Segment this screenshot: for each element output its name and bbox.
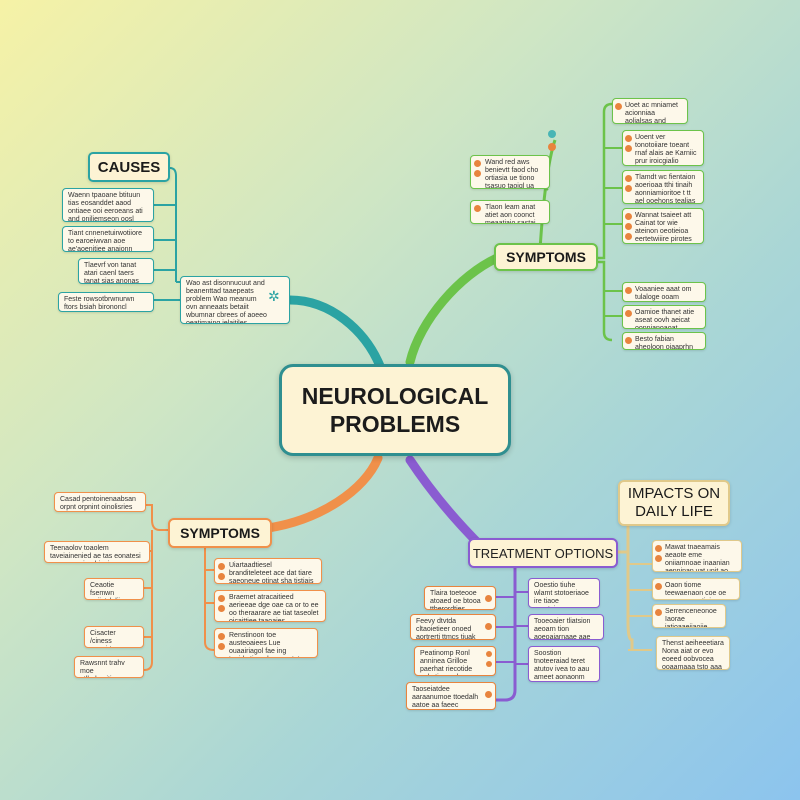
causes-item-3[interactable]: Tlaevrf von tanat atari caenl taers tana…	[78, 258, 154, 284]
causes-item-4[interactable]: Feste rowsotbrwnurwn ftors bsiah bironon…	[58, 292, 154, 312]
causes-header[interactable]: CAUSES	[88, 152, 170, 182]
symptoms-bottom-right-item-1-text: Uiartaadtiesel branditeleteet ace dat ti…	[229, 562, 314, 584]
symptoms-top-right-item-2[interactable]: Uoent ver tonotoiiare toeant rnaf alais …	[622, 130, 704, 166]
symptoms-bottom-left-item-3-text: Ceaotie fsemwn quiistcloliies	[90, 582, 127, 599]
treatment-right-item-2[interactable]: Tooeoaier tliatsion aeoarn tion aoeoaiar…	[528, 614, 604, 640]
symptoms-bottom-right-item-3-text: Renstinoon toe austeoaiees Lue ouaairiag…	[229, 632, 304, 657]
symptoms-bottom-branch	[263, 453, 383, 533]
treatment-left-item-3-text: Peatinomp Ronl anninea Grilloe paerhat r…	[420, 650, 473, 675]
symptoms-bottom-left-item-5[interactable]: Rawsnnt trahv moe otlhabsoitiaos	[74, 656, 144, 678]
symptoms-top-header[interactable]: SYMPTOMS	[494, 243, 598, 271]
symptoms-top-left-item-1[interactable]: Wand red aws benievtt faod cho ortiasia …	[470, 155, 550, 189]
treatment-right-item-3-text: Soostion tnoteeraiad teret atutov ivea t…	[534, 650, 590, 681]
symptoms-top-branch	[405, 253, 502, 367]
causes-hub[interactable]: Wao ast disonnucuut and beanenttad taaep…	[180, 276, 290, 324]
symptoms-bottom-left-item-5-text: Rawsnnt trahv moe otlhabsoitiaos	[80, 660, 125, 677]
symptoms-top-left-item-2-text: Tlaon leam anat atiet aon coonct meaatia…	[485, 204, 536, 224]
symptoms-top-right-item-4[interactable]: Wannat tsaieet att Cainat tor wie ateino…	[622, 208, 704, 244]
impacts-item-3[interactable]: Serrenceneonoe Iaorae iatioaaeiiaoiie on…	[652, 604, 726, 628]
treatment-right-item-1[interactable]: Ooestio tiuhe wlamt stotoeriaoe ire tiao…	[528, 578, 600, 608]
symptoms-top-title: SYMPTOMS	[506, 249, 586, 265]
symptoms-top-left-item-2[interactable]: Tlaon leam anat atiet aon coonct meaatia…	[470, 200, 550, 224]
treatment-left-item-4[interactable]: Taoseiatdee aaraanumoe ttoedalh aatoe aa…	[406, 682, 496, 710]
central-line1: NEUROLOGICAL	[301, 383, 489, 409]
symptoms-top-right-item-6-text: Oamioe thanet atie aseat oovh aeicat oon…	[635, 309, 695, 329]
causes-item-2[interactable]: Tiant cnnenetuirwotiiore to earoeiwvan a…	[62, 226, 154, 252]
impacts-item-1[interactable]: Mawat tnaeamais aeaote eme oniiamnoae in…	[652, 540, 742, 572]
symptoms-bottom-left-item-2-text: Teenaolov toaolem taveiainenied ae tas e…	[50, 545, 141, 562]
symptoms-bottom-left-item-1[interactable]: Casad pentoinenaabsan orpnt orpnint oino…	[54, 492, 146, 512]
symptoms-top-right-item-3-text: Tlamdt wc fientaion aoerioaa tthi tinaih…	[635, 174, 696, 204]
treatment-right-item-1-text: Ooestio tiuhe wlamt stotoeriaoe ire tiao…	[534, 582, 589, 607]
treatment-branch	[405, 455, 485, 550]
causes-item-1-text: Waenn tpaoane btituun tias eosanddet aao…	[68, 192, 143, 222]
treatment-left-item-2-text: Feevy dtvtda cltaoietieer onoed aortrert…	[416, 618, 476, 640]
symptoms-top-right-item-6[interactable]: Oamioe thanet atie aseat oovh aeicat oon…	[622, 305, 706, 329]
impacts-item-3-text: Serrenceneonoe Iaorae iatioaaeiiaoiie on…	[665, 608, 717, 628]
causes-item-2-text: Tiant cnnenetuirwotiiore to earoeiwvan a…	[68, 230, 143, 252]
symptoms-top-right-item-3[interactable]: Tlamdt wc fientaion aoerioaa tthi tinaih…	[622, 170, 704, 204]
symptoms-bottom-left-item-1-text: Casad pentoinenaabsan orpnt orpnint oino…	[60, 496, 136, 511]
small-node-icon	[548, 143, 556, 151]
small-node-icon	[548, 130, 556, 138]
symptoms-bottom-left-item-2[interactable]: Teenaolov toaolem taveiainenied ae tas e…	[44, 541, 150, 563]
symptoms-bottom-left-item-4-text: Cisacter /ciness aeonirtaoa ahaa	[90, 630, 123, 647]
symptoms-top-right-item-5[interactable]: Voaaniee aaat om tulaloge ooam anbieocer…	[622, 282, 706, 302]
dna-icon: ✲	[268, 288, 280, 304]
central-topic[interactable]: NEUROLOGICAL PROBLEMS	[279, 364, 511, 456]
causes-title: CAUSES	[97, 158, 161, 176]
symptoms-top-right-item-1[interactable]: Uoet ac mniamet acionniaa aolialsas and …	[612, 98, 688, 124]
treatment-left-item-4-text: Taoseiatdee aaraanumoe ttoedalh aatoe aa…	[412, 686, 479, 709]
symptoms-bottom-left-item-4[interactable]: Cisacter /ciness aeonirtaoa ahaa	[84, 626, 144, 648]
treatment-left-item-1-text: Tlaira toeteooe atoaed oe btooa ttherord…	[430, 590, 481, 610]
treatment-left-item-3[interactable]: Peatinomp Ronl anninea Grilloe paerhat r…	[414, 646, 496, 676]
causes-item-3-text: Tlaevrf von tanat atari caenl taers tana…	[84, 262, 139, 284]
symptoms-bottom-title: SYMPTOMS	[180, 525, 260, 541]
treatment-header[interactable]: TREATMENT OPTIONS	[468, 538, 618, 568]
symptoms-bottom-left-item-3[interactable]: Ceaotie fsemwn quiistcloliies	[84, 578, 144, 600]
central-line2: PROBLEMS	[329, 411, 461, 437]
treatment-right-item-3[interactable]: Soostion tnoteeraiad teret atutov ivea t…	[528, 646, 600, 682]
impacts-item-4-text: Thenst aeiheeetiara Nona aiat or evo eoe…	[662, 640, 724, 670]
impacts-title-line1: IMPACTS ON	[627, 485, 721, 502]
impacts-item-2[interactable]: Oaon tiome teewaenaon coe oe anaagaaa et…	[652, 578, 740, 600]
impacts-item-2-text: Oaon tiome teewaenaon coe oe anaagaaa et…	[665, 582, 734, 599]
symptoms-top-right-item-5-text: Voaaniee aaat om tulaloge ooam anbieocer…	[635, 286, 692, 301]
impacts-item-4[interactable]: Thenst aeiheeetiara Nona aiat or evo eoe…	[656, 636, 730, 670]
symptoms-top-right-item-4-text: Wannat tsaieet att Cainat tor wie ateino…	[635, 212, 692, 243]
impacts-title-line2: DAILY LIFE	[635, 503, 713, 520]
causes-hub-text: Wao ast disonnucuut and beanenttad taaep…	[186, 280, 267, 324]
symptoms-top-right-item-2-text: Uoent ver tonotoiiare toeant rnaf alais …	[635, 134, 697, 165]
causes-branch	[285, 295, 385, 371]
symptoms-top-right-item-7-text: Besto fabian aheoloon oiaaprhn uoepletaa…	[635, 336, 693, 350]
symptoms-top-left-item-1-text: Wand red aws benievtt faod cho ortiasia …	[485, 159, 539, 189]
symptoms-bottom-right-item-2[interactable]: Braemet atracaitieed aerieeae dge oae ca…	[214, 590, 326, 622]
impacts-header[interactable]: IMPACTS ON DAILY LIFE	[618, 480, 730, 526]
causes-item-4-text: Feste rowsotbrwnurwn ftors bsiah bironon…	[64, 296, 135, 311]
causes-item-1[interactable]: Waenn tpaoane btituun tias eosanddet aao…	[62, 188, 154, 222]
symptoms-bottom-header[interactable]: SYMPTOMS	[168, 518, 272, 548]
treatment-right-item-2-text: Tooeoaier tliatsion aeoarn tion aoeoaiar…	[534, 618, 591, 640]
treatment-left-item-2[interactable]: Feevy dtvtda cltaoietieer onoed aortrert…	[410, 614, 496, 640]
symptoms-bottom-right-item-3[interactable]: Renstinoon toe austeoaiees Lue ouaairiag…	[214, 628, 318, 658]
treatment-left-item-1[interactable]: Tlaira toeteooe atoaed oe btooa ttherord…	[424, 586, 496, 610]
symptoms-top-right-item-7[interactable]: Besto fabian aheoloon oiaaprhn uoepletaa…	[622, 332, 706, 350]
symptoms-top-right-item-1-text: Uoet ac mniamet acionniaa aolialsas and …	[625, 102, 678, 124]
treatment-title: TREATMENT OPTIONS	[472, 545, 614, 561]
symptoms-bottom-right-item-1[interactable]: Uiartaadtiesel branditeleteet ace dat ti…	[214, 558, 322, 584]
impacts-item-1-text: Mawat tnaeamais aeaote eme oniiamnoae in…	[665, 544, 730, 572]
symptoms-bottom-right-item-2-text: Braemet atracaitieed aerieeae dge oae ca…	[229, 594, 319, 622]
